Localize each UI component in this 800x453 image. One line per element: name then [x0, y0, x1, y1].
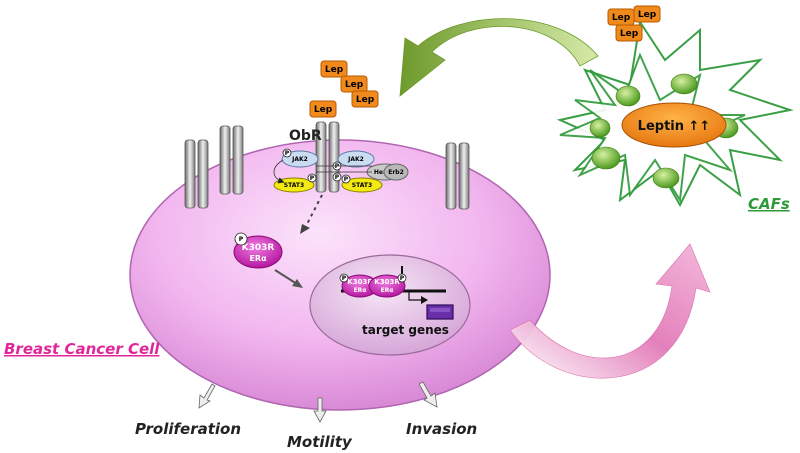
caf-nucleus-4: [670, 73, 698, 95]
outcome-arrow-invasion: [418, 381, 438, 408]
signaling-connectors: [273, 159, 372, 184]
breast-cancer-cell-label: Breast Cancer Cell: [4, 340, 160, 358]
leptin-up-badge: Leptin ↑↑: [621, 102, 727, 148]
svg-text:P: P: [342, 275, 347, 282]
caf-nucleus-3: [615, 85, 641, 107]
jak2-right: JAK2: [337, 150, 375, 168]
svg-text:Lep: Lep: [638, 10, 657, 20]
caf-nucleus-2: [652, 167, 680, 189]
membrane-receptor-left: [184, 125, 244, 209]
outcome-arrow-proliferation: [198, 383, 216, 409]
svg-text:P: P: [400, 275, 405, 282]
svg-text:P: P: [310, 175, 315, 182]
svg-text:ERα: ERα: [381, 287, 394, 294]
dotted-signal-arrow: [300, 194, 323, 234]
svg-text:ERα: ERα: [354, 287, 367, 294]
obr-label: ObR: [289, 128, 322, 144]
svg-text:STAT3: STAT3: [352, 182, 372, 189]
target-genes-label: target genes: [362, 323, 449, 337]
lep-box-1: Lep: [320, 60, 348, 78]
era-to-nucleus-arrow: [274, 269, 303, 288]
svg-text:Lep: Lep: [345, 80, 364, 90]
green-curved-arrow: [399, 18, 599, 97]
target-gene-box: [426, 304, 454, 320]
caf-nucleus-1: [591, 146, 621, 170]
svg-text:ERα: ERα: [249, 254, 267, 263]
svg-text:Leptin ↑↑: Leptin ↑↑: [638, 119, 711, 134]
svg-text:Lep: Lep: [612, 13, 631, 23]
svg-text:P: P: [239, 236, 244, 243]
k303r-era-cytoplasmic: K303R ERα P: [233, 232, 283, 269]
svg-text:JAK2: JAK2: [291, 156, 308, 163]
pink-curved-arrow: [509, 243, 711, 379]
svg-text:K303R: K303R: [374, 278, 400, 286]
svg-text:P: P: [335, 174, 340, 181]
stat3-left: STAT3: [273, 177, 315, 193]
svg-text:Lep: Lep: [325, 65, 344, 75]
svg-text:Erb2: Erb2: [388, 169, 404, 176]
phospho-markers: P P P P P: [282, 148, 351, 184]
svg-text:JAK2: JAK2: [347, 156, 364, 163]
svg-text:P: P: [285, 150, 290, 157]
jak2-left: JAK2: [281, 150, 319, 168]
k303r-era-dimer-a: K303R ERα P: [339, 273, 379, 298]
transcription-start-arrow: [408, 291, 428, 304]
svg-text:Lep: Lep: [314, 105, 333, 115]
cafs-label: CAFs: [748, 195, 790, 213]
outcome-motility: Motility: [287, 433, 353, 451]
lep-box-5: Lep: [607, 8, 635, 26]
k303r-era-dimer-b: K303R ERα P: [368, 273, 407, 298]
svg-text:K303R: K303R: [347, 278, 373, 286]
outcome-invasion: Invasion: [406, 420, 477, 438]
svg-text:Her2: Her2: [374, 169, 390, 176]
svg-text:P: P: [344, 176, 349, 183]
svg-text:Lep: Lep: [620, 29, 639, 39]
lep-box-4: Lep: [309, 100, 337, 118]
lep-box-2: Lep: [340, 75, 368, 93]
svg-text:K303R: K303R: [242, 243, 275, 253]
her2-erb2-complex: Her2 Erb2: [366, 163, 409, 181]
membrane-receptor-right: [445, 142, 470, 210]
outcome-proliferation: Proliferation: [135, 420, 241, 438]
lep-box-3: Lep: [351, 90, 379, 108]
lep-box-6: Lep: [633, 5, 661, 23]
svg-text:Lep: Lep: [356, 95, 375, 105]
caf-nucleus-6: [589, 118, 611, 138]
svg-text:P: P: [335, 163, 340, 170]
stat3-right: STAT3: [341, 177, 383, 193]
outcome-arrow-motility: [313, 397, 327, 423]
lep-box-7: Lep: [615, 24, 643, 42]
svg-text:STAT3: STAT3: [284, 182, 304, 189]
